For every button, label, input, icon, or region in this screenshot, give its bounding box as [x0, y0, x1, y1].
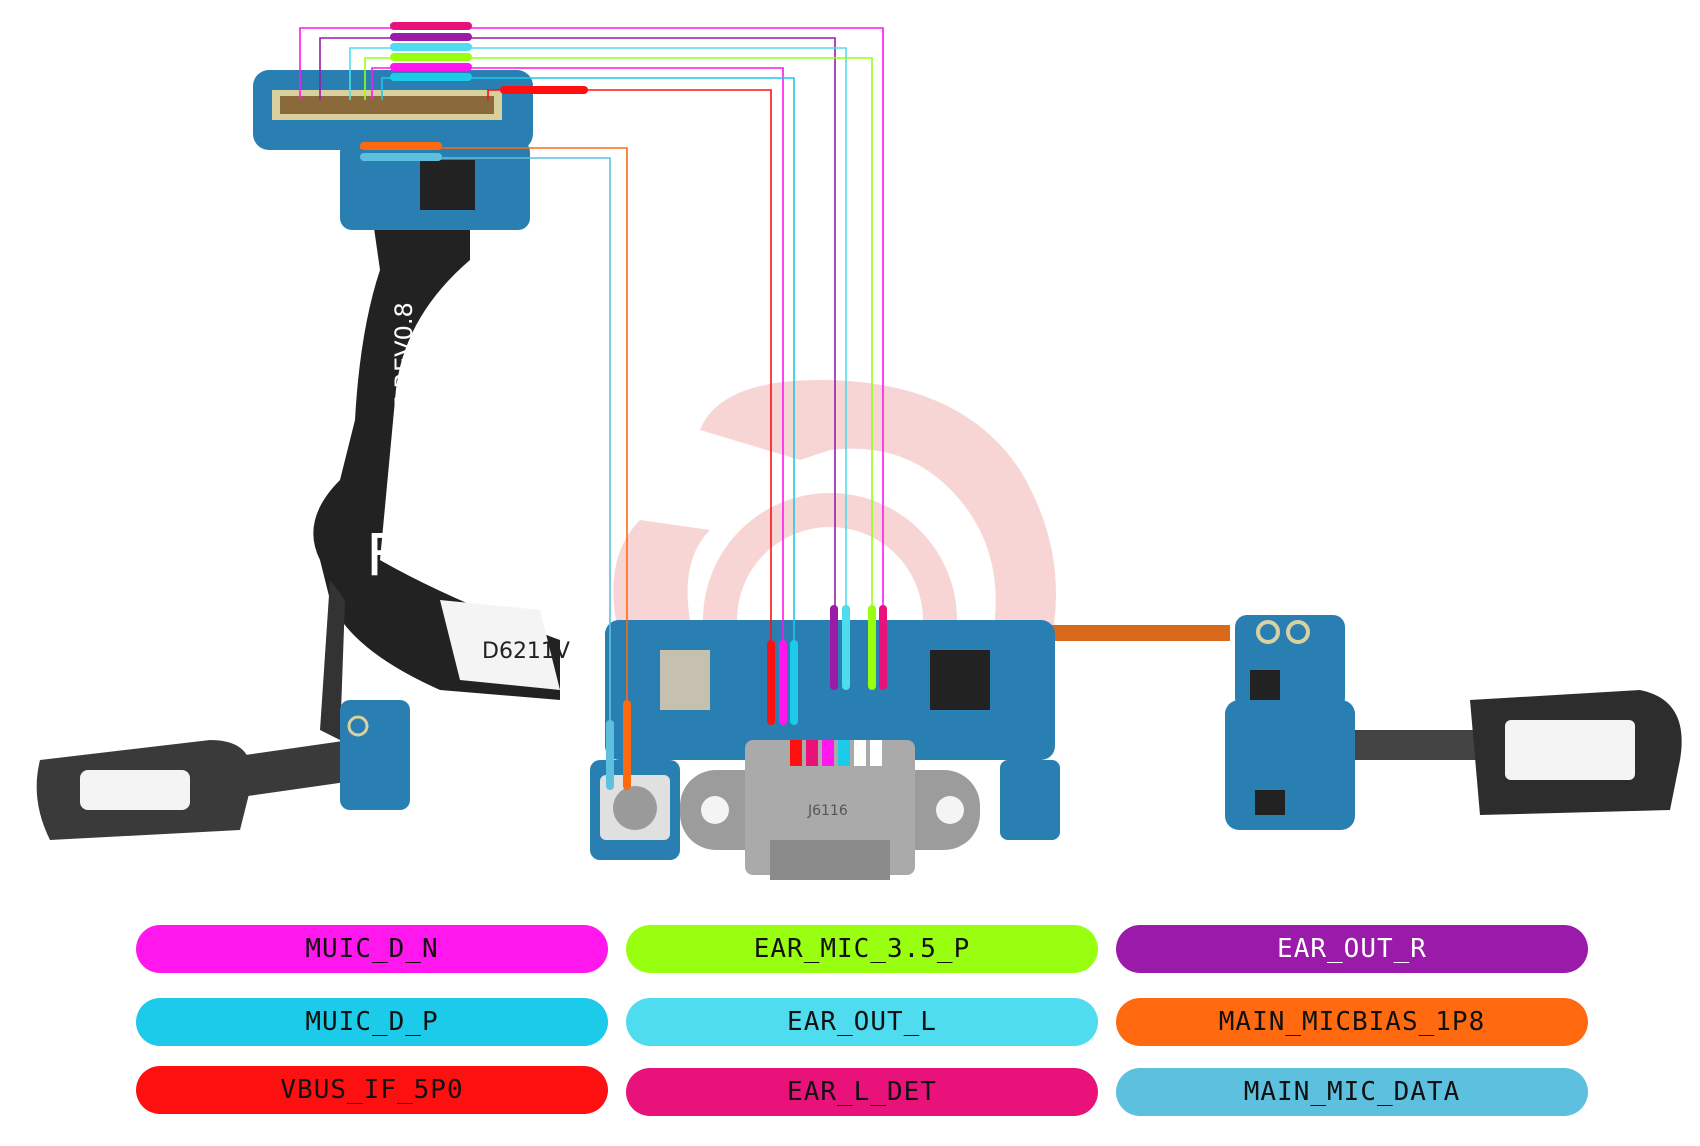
- left-pcb: [340, 700, 410, 810]
- flex-label-f: F: [366, 521, 399, 589]
- top-pcb: [253, 70, 533, 230]
- connector-pin-markers: [606, 605, 887, 790]
- legend-label: EAR_OUT_L: [787, 1007, 937, 1037]
- legend-label: EAR_L_DET: [787, 1077, 937, 1107]
- legend-label: EAR_OUT_R: [1277, 934, 1427, 964]
- legend-item-ear-l-det: EAR_L_DET: [626, 1068, 1098, 1116]
- legend-item-ear-mic-3-5-p: EAR_MIC_3.5_P: [626, 925, 1098, 973]
- legend-item-muic-d-n: MUIC_D_N: [136, 925, 608, 973]
- signal-traces: [299, 27, 884, 790]
- flex-label-d: D6211V: [482, 639, 570, 664]
- right-pcb: [1225, 615, 1355, 830]
- flex-label-badge-bf: BF: [424, 355, 445, 378]
- legend-item-main-micbias-1p8: MAIN_MICBIAS_1P8: [1116, 998, 1588, 1046]
- flex-cable: [36, 200, 1682, 840]
- bottom-pcb: [590, 620, 1060, 860]
- legend-item-main-mic-data: MAIN_MIC_DATA: [1116, 1068, 1588, 1116]
- usb-connector: [680, 740, 980, 880]
- top-label-strips: [360, 22, 588, 161]
- legend-item-vbus-if-5p0: VBUS_IF_5P0: [136, 1066, 608, 1114]
- legend-item-ear-out-l: EAR_OUT_L: [626, 998, 1098, 1046]
- flex-label-model: SM-G935F REV0.8: [390, 302, 418, 520]
- flex-printed-text: SM-G935F REV0.8 15.12.22 DRGA29SI BF F E…: [366, 302, 848, 819]
- legend-item-muic-d-p: MUIC_D_P: [136, 998, 608, 1046]
- legend-item-ear-out-r: EAR_OUT_R: [1116, 925, 1588, 973]
- legend-label: EAR_MIC_3.5_P: [753, 934, 971, 964]
- legend-label: MUIC_D_P: [305, 1007, 439, 1037]
- legend-label: MUIC_D_N: [305, 934, 439, 964]
- flex-label-code: DRGA29SI: [447, 387, 472, 500]
- flex-label-date: 15.12.22: [418, 393, 446, 500]
- connector-label: J6116: [807, 803, 848, 819]
- legend-label: VBUS_IF_5P0: [280, 1075, 464, 1105]
- legend-label: MAIN_MIC_DATA: [1243, 1077, 1461, 1107]
- flex-label-e4: E4: [418, 536, 469, 582]
- legend-label: MAIN_MICBIAS_1P8: [1218, 1007, 1486, 1037]
